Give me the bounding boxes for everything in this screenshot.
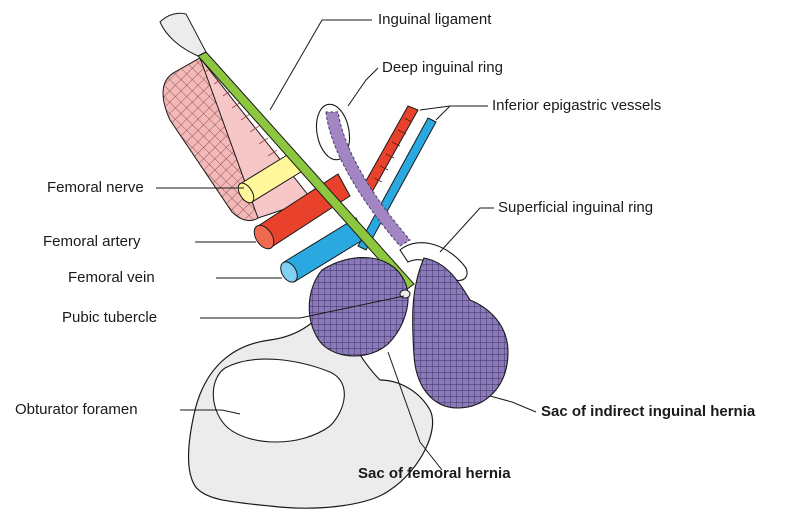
leader-deep-ring <box>348 68 378 106</box>
label-inferior-epigastric-vessels: Inferior epigastric vessels <box>492 97 661 115</box>
leader-epigastric-1 <box>420 106 488 110</box>
label-pubic-tubercle: Pubic tubercle <box>62 309 157 327</box>
label-femoral-vein: Femoral vein <box>68 269 155 287</box>
label-sac-indirect-inguinal-hernia: Sac of indirect inguinal hernia <box>541 403 755 421</box>
label-femoral-artery: Femoral artery <box>43 233 141 251</box>
ligament-tip <box>160 13 206 56</box>
leader-indirect-hernia-sac <box>490 396 536 412</box>
label-sac-femoral-hernia: Sac of femoral hernia <box>358 465 511 483</box>
femoral-hernia-sac <box>309 258 408 356</box>
label-inguinal-ligament: Inguinal ligament <box>378 11 491 29</box>
label-superficial-inguinal-ring: Superficial inguinal ring <box>498 199 653 217</box>
label-deep-inguinal-ring: Deep inguinal ring <box>382 59 503 77</box>
label-obturator-foramen: Obturator foramen <box>15 401 138 419</box>
inferior-epigastric-artery <box>362 106 418 192</box>
obturator-foramen-shape <box>213 359 344 442</box>
label-femoral-nerve: Femoral nerve <box>47 179 144 197</box>
leader-superficial-ring <box>440 208 494 252</box>
leader-epigastric-2 <box>436 106 450 120</box>
leader-inguinal-ligament <box>270 20 372 110</box>
